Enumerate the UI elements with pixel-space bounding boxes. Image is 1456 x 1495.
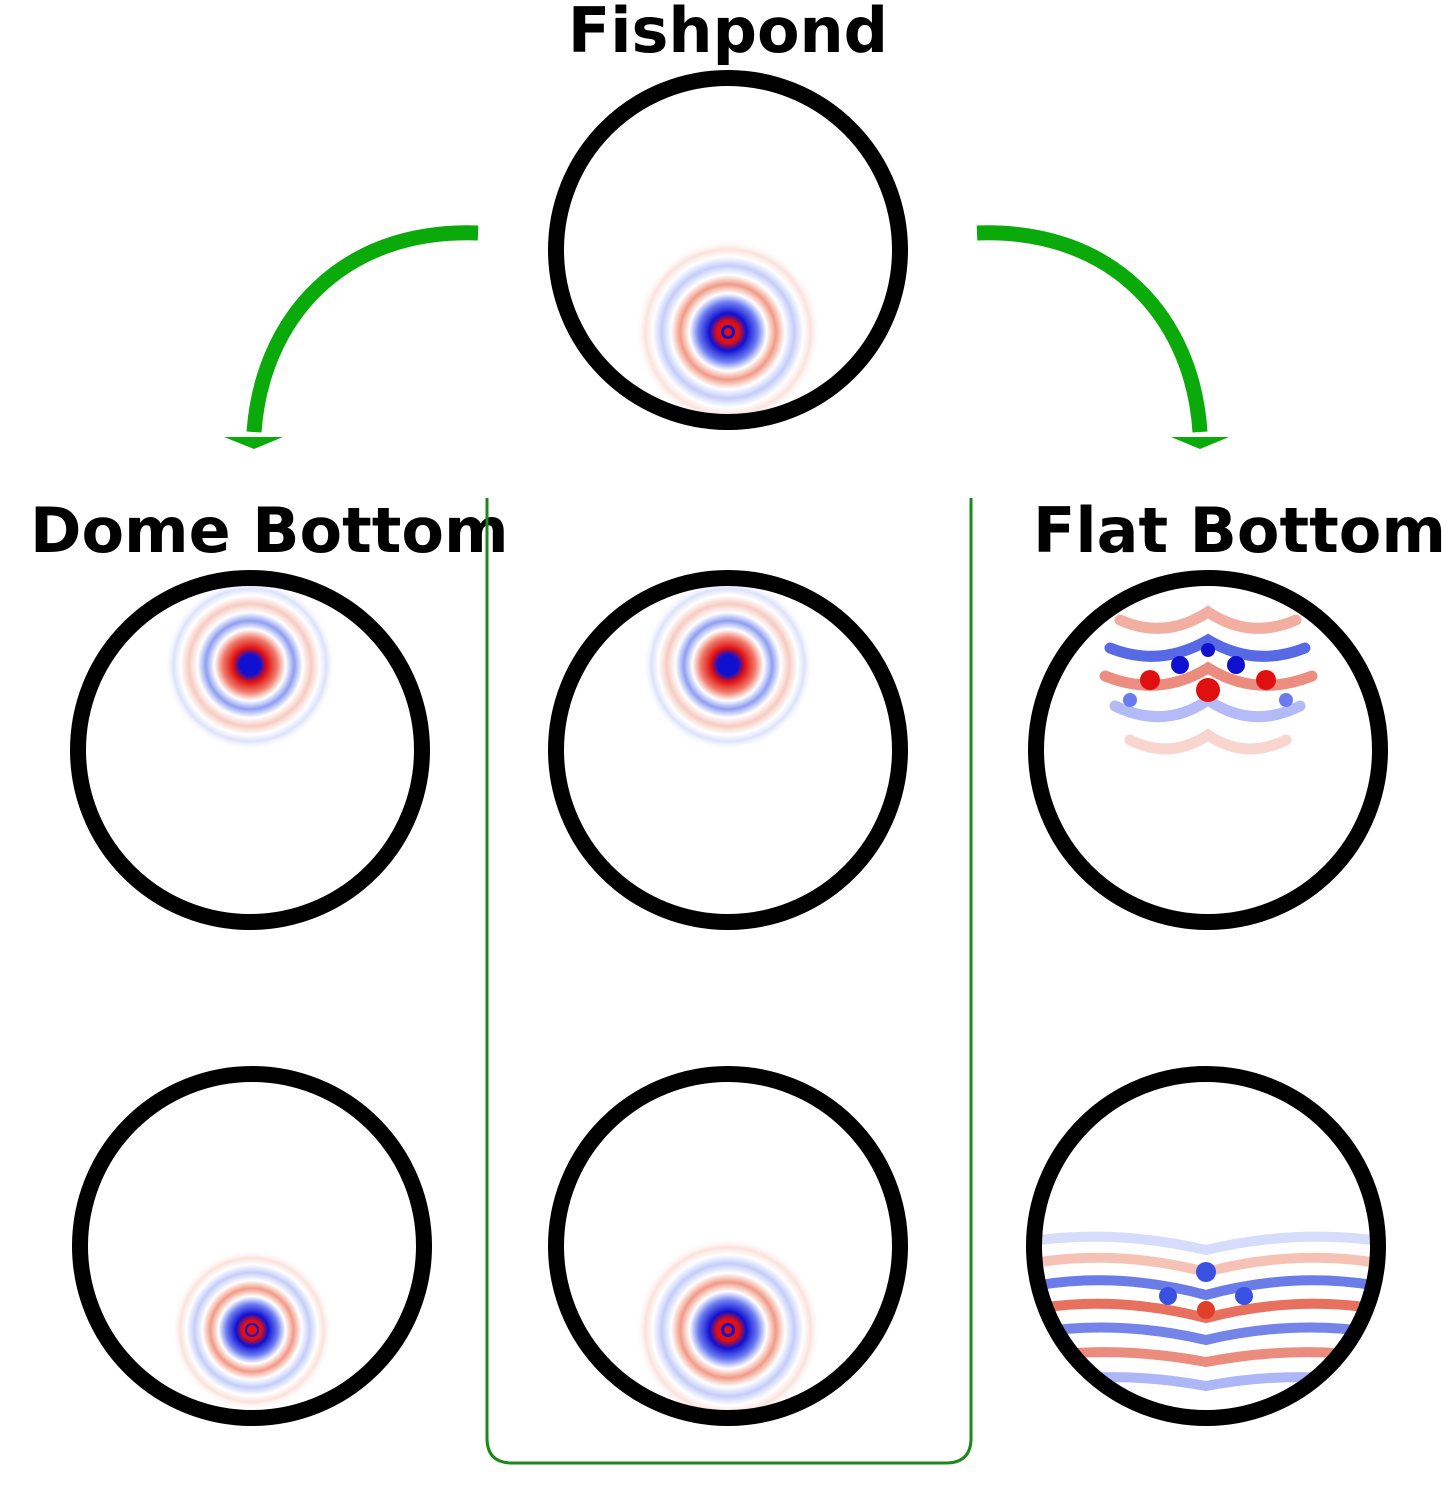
arrow-to-dome-bottom bbox=[224, 225, 479, 449]
dome-bottom-panel-2 bbox=[72, 1066, 432, 1426]
title-fishpond: Fishpond bbox=[567, 0, 889, 67]
middle-panel-1 bbox=[548, 570, 908, 930]
flat-bottom-panel-1 bbox=[1028, 570, 1388, 930]
dome-bottom-panel-1 bbox=[70, 570, 430, 930]
arrow-to-flat-bottom bbox=[976, 225, 1229, 449]
flat-bottom-panel-2 bbox=[1026, 1066, 1386, 1426]
middle-column-bracket bbox=[485, 498, 973, 1465]
title-flat-bottom: Flat Bottom bbox=[1033, 494, 1446, 567]
middle-panel-2 bbox=[548, 1066, 908, 1426]
fishpond-panel bbox=[548, 70, 908, 430]
title-dome-bottom: Dome Bottom bbox=[30, 494, 509, 567]
